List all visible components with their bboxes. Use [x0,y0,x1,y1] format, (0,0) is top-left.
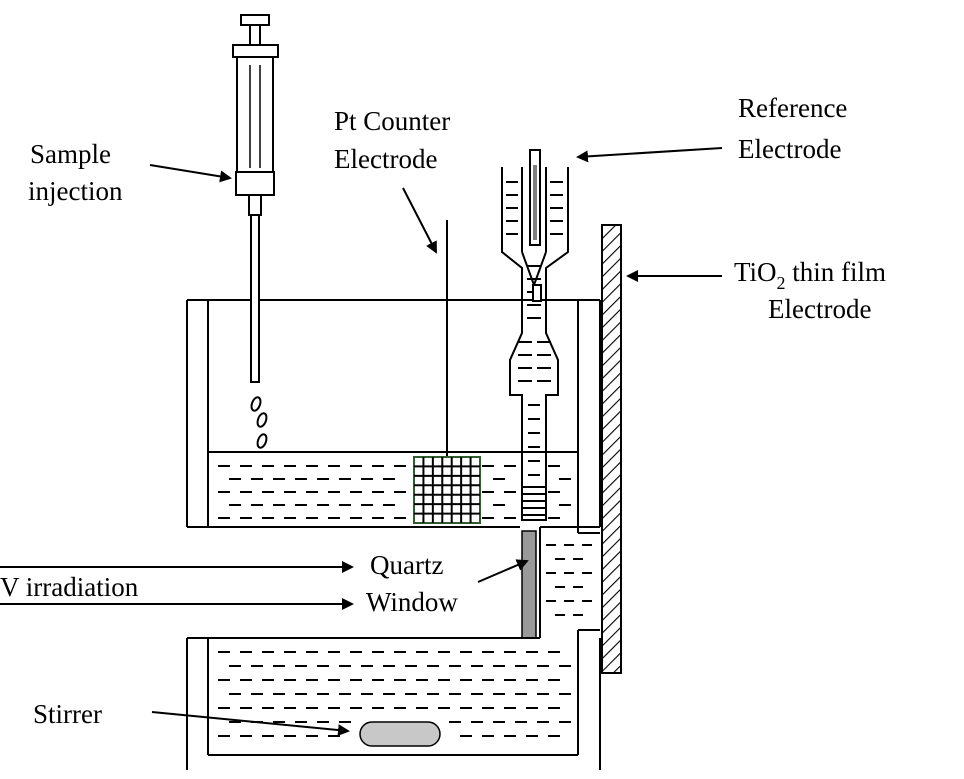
tio2-electrode-plate [601,224,622,674]
stirrer-arrow [151,711,350,737]
quartz-arrow [477,559,529,583]
reference-label-line1: Reference [738,93,847,123]
pt-label-line1: Pt Counter [334,106,450,136]
reference-electrode [501,149,569,521]
sample-drops [250,396,268,449]
annotation-arrows [0,147,723,737]
stirrer-bar [359,721,441,747]
lower-chamber [186,637,601,770]
quartz-window [521,530,537,639]
quartz-label-line2: Window [366,587,458,617]
upper-chamber [186,299,601,528]
pt-arrow [402,187,437,254]
sample-arrow [149,164,232,183]
upper-chamber-electrolyte [218,465,571,519]
quartz-label-line1: Quartz [370,550,443,580]
labels: Sample injection Pt Counter Electrode Re… [0,93,886,729]
tio2-label-line1: TiO2 thin film [734,257,886,293]
reference-arrow [576,147,723,163]
syringe [232,14,279,383]
reference-label-line2: Electrode [738,134,841,164]
tio2-label-line2: Electrode [768,294,871,324]
side-channel-electrolyte [546,544,592,616]
pt-mesh-border [413,456,481,524]
pt-mesh [413,456,481,524]
uv-label: V irradiation [0,572,139,602]
pt-label-line2: Electrode [334,144,437,174]
stirrer-label: Stirrer [33,699,102,729]
sample-label-line2: injection [28,176,123,206]
side-channel [539,526,600,638]
sample-label-line1: Sample [30,139,111,169]
